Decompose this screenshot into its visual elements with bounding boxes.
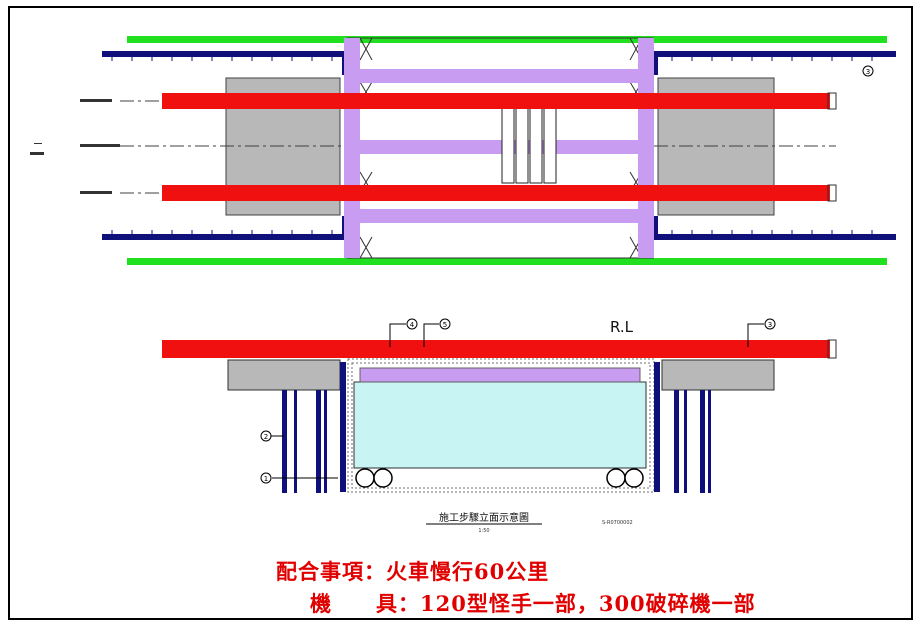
callout-2: 2 bbox=[264, 433, 268, 441]
drawing-note: S-R0700002 bbox=[602, 520, 633, 526]
wall-ticks bbox=[111, 57, 873, 234]
construction-drawing: 3 bbox=[30, 36, 896, 534]
piles bbox=[282, 362, 711, 493]
rollers bbox=[355, 468, 644, 488]
plan-view: 3 bbox=[30, 36, 896, 265]
cap-left bbox=[227, 359, 341, 391]
caption-line-1: 配合事項：火車慢行60公里 bbox=[276, 559, 550, 584]
callout-3: 3 bbox=[768, 321, 772, 329]
rail-section bbox=[162, 340, 830, 358]
callout-4: 4 bbox=[410, 321, 415, 329]
caption-line-2: 機 具：120型怪手一部，300破碎機一部 bbox=[310, 591, 756, 616]
drawing-title: 施工步驟立面示意圖 bbox=[439, 511, 529, 524]
centerlines bbox=[120, 100, 836, 194]
callout-1: 1 bbox=[264, 475, 268, 483]
plan-callout: 3 bbox=[862, 65, 874, 77]
green-line-bottom bbox=[127, 258, 887, 265]
level-label: R.L bbox=[610, 318, 634, 336]
callout-5: 5 bbox=[443, 321, 447, 329]
section-strut bbox=[359, 367, 641, 383]
green-line-top bbox=[127, 36, 887, 43]
section-callouts: 4 5 3 2 1 bbox=[260, 318, 776, 484]
section-view: R.L 4 5 3 2 1 施工步驟立面示意圖 1:50 S-R0700002 bbox=[162, 318, 837, 534]
drawing-scale: 1:50 bbox=[478, 528, 489, 534]
box-culvert bbox=[353, 381, 647, 469]
cap-right bbox=[661, 359, 775, 391]
rails-plan bbox=[162, 93, 830, 201]
plan-callout-text: 3 bbox=[866, 68, 870, 76]
struts bbox=[344, 38, 654, 258]
diagram-frame: 3 bbox=[8, 6, 913, 620]
centerline-tags bbox=[30, 99, 120, 194]
